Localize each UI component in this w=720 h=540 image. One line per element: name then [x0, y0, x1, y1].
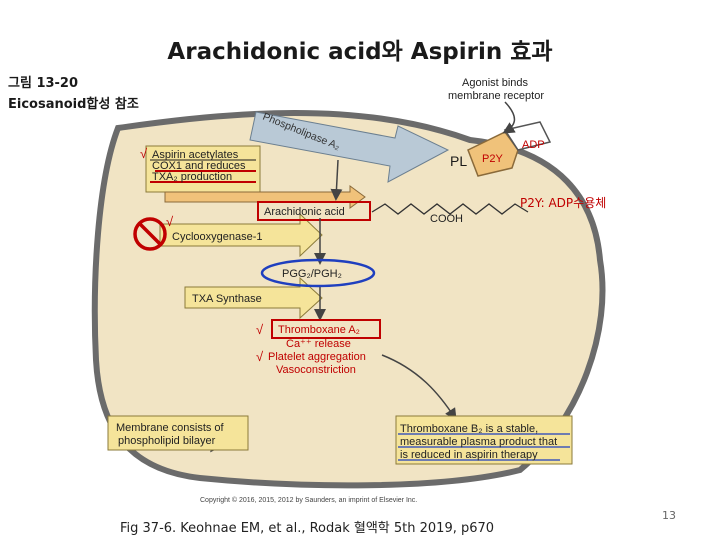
thromboxane-a2-label: Thromboxane A₂	[278, 324, 360, 336]
txb2-line-2: measurable plasma product that	[400, 436, 557, 448]
cox-check: √	[166, 214, 174, 229]
phospholipase-arrow	[249, 111, 450, 183]
arachidonic-acid-highlight	[257, 201, 371, 221]
ca-release-label: Ca⁺⁺ release	[286, 338, 351, 350]
adp-ligand	[503, 121, 552, 151]
txb2-line-3: is reduced in aspirin therapy	[400, 449, 538, 461]
thromboxane-a2-highlight	[271, 319, 381, 339]
p2y-label: P2Y	[482, 153, 503, 165]
txb2-line-1: Thromboxane B₂ is a stable,	[400, 423, 538, 435]
p2y-note: P2Y: ADP수용체	[520, 196, 607, 210]
arachidonic-acid-chain	[371, 203, 529, 215]
thromboxane-check: √	[256, 322, 264, 337]
agonist-label-1: Agonist binds	[462, 77, 529, 89]
inhibition-symbol	[133, 217, 167, 251]
pathway-arrow-3	[330, 159, 343, 201]
aggregation-check: √	[256, 349, 264, 364]
figure-caption: Fig 37-6. Keohnae EM, et al., Rodak 혈액학 …	[120, 521, 495, 536]
membrane-box	[107, 415, 249, 451]
vasoconstriction-label: Vasoconstriction	[276, 364, 356, 376]
agonist-label-2: membrane receptor	[448, 90, 544, 102]
membrane-line-2: phospholipid bilayer	[118, 435, 216, 447]
platelet-cell	[91, 110, 606, 489]
pl-label: PL	[450, 153, 467, 169]
cyclooxygenase-label: Cyclooxygenase-1	[172, 231, 263, 243]
pgg-pgh-label: PGG₂/PGH₂	[282, 268, 342, 280]
page-number: 13	[662, 509, 676, 522]
slide-title: Arachidonic acid와 Aspirin 효과	[167, 39, 553, 65]
aspirin-line-3: TXA₂ production	[152, 171, 232, 183]
aspirin-line-1: Aspirin acetylates	[152, 149, 239, 161]
membrane-line-1: Membrane consists of	[116, 422, 225, 434]
aspirin-check: √	[140, 146, 148, 161]
figure-reference-line-1: 그림 13-20	[8, 76, 79, 91]
figure-reference-line-2: Eicosanoid합성 참조	[8, 97, 139, 112]
adp-label: ADP	[522, 139, 545, 151]
txb2-arrow	[381, 354, 457, 421]
txa-synthase-label: TXA Synthase	[192, 293, 262, 305]
txb2-box	[395, 415, 573, 465]
cyclooxygenase-arrow	[159, 212, 323, 258]
copyright-text: Copyright © 2016, 2015, 2012 by Saunders…	[200, 496, 417, 504]
pgg-pgh-highlight	[260, 258, 376, 288]
platelet-aggregation-label: Platelet aggregation	[268, 351, 366, 363]
arachidonic-acid-label: Arachidonic acid	[264, 206, 345, 218]
aspirin-line-2: COX1 and reduces	[152, 160, 246, 172]
aspirin-box	[145, 145, 261, 193]
agonist-arrow	[502, 101, 516, 134]
p2y-receptor	[467, 131, 519, 177]
cooh-label: COOH	[430, 213, 463, 225]
